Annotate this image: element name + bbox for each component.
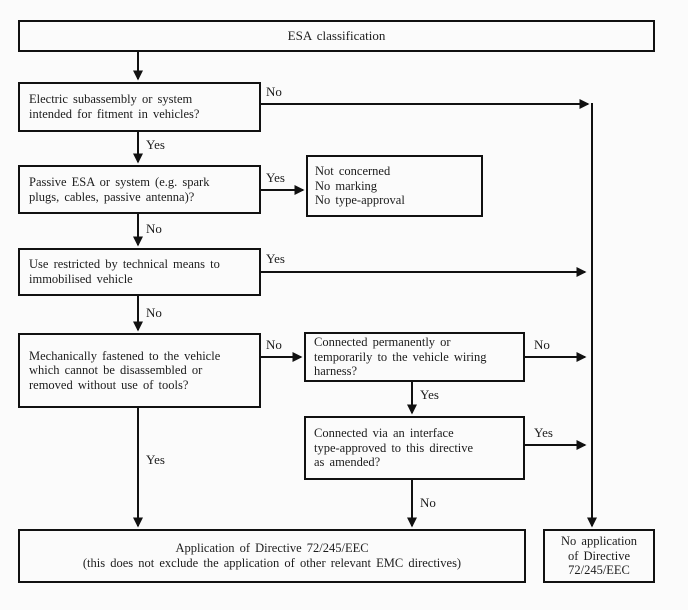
edge-label-passive-no: No xyxy=(146,221,162,236)
node-mechanically-fastened: Mechanically fastened to the vehicle whi… xyxy=(18,333,261,408)
node-connected-interface-label: Connected via an interface type-approved… xyxy=(314,426,474,470)
node-electric-subassembly-label: Electric subassembly or system intended … xyxy=(29,92,200,121)
edge-label-restricted-yes: Yes xyxy=(266,251,285,266)
node-no-application: No application of Directive 72/245/EEC xyxy=(543,529,655,583)
edge-label-fastened-yes: Yes xyxy=(146,452,165,467)
node-use-restricted-label: Use restricted by technical means to imm… xyxy=(29,257,220,286)
node-use-restricted: Use restricted by technical means to imm… xyxy=(18,248,261,296)
node-mechanically-fastened-label: Mechanically fastened to the vehicle whi… xyxy=(29,348,221,392)
node-passive-esa: Passive ESA or system (e.g. spark plugs,… xyxy=(18,165,261,214)
edge-label-fitment-yes: Yes xyxy=(146,137,165,152)
node-connected-harness-label: Connected permanently or temporarily to … xyxy=(314,335,487,379)
node-passive-esa-label: Passive ESA or system (e.g. spark plugs,… xyxy=(29,174,210,204)
node-application-directive: Application of Directive 72/245/EEC (thi… xyxy=(18,529,526,583)
node-not-concerned: Not concerned No marking No type-approva… xyxy=(306,155,483,217)
edge-label-interface-yes: Yes xyxy=(534,425,553,440)
node-esa-classification: ESA classification xyxy=(18,20,655,52)
edge-label-fitment-no: No xyxy=(266,84,282,99)
node-connected-harness: Connected permanently or temporarily to … xyxy=(304,332,525,382)
edge-label-fastened-no: No xyxy=(266,337,282,352)
edge-label-interface-no: No xyxy=(420,495,436,510)
node-application-directive-label: Application of Directive 72/245/EEC (thi… xyxy=(82,541,462,570)
node-no-application-label: No application of Directive 72/245/EEC xyxy=(561,534,637,578)
edge-label-restricted-no: No xyxy=(146,305,162,320)
edge-label-harness-yes: Yes xyxy=(420,387,439,402)
node-not-concerned-label: Not concerned No marking No type-approva… xyxy=(315,164,405,208)
node-electric-subassembly: Electric subassembly or system intended … xyxy=(18,82,261,132)
edge-label-passive-yes: Yes xyxy=(266,170,285,185)
node-connected-interface: Connected via an interface type-approved… xyxy=(304,416,525,480)
edge-label-harness-no: No xyxy=(534,337,550,352)
node-esa-classification-label: ESA classification xyxy=(287,27,386,43)
